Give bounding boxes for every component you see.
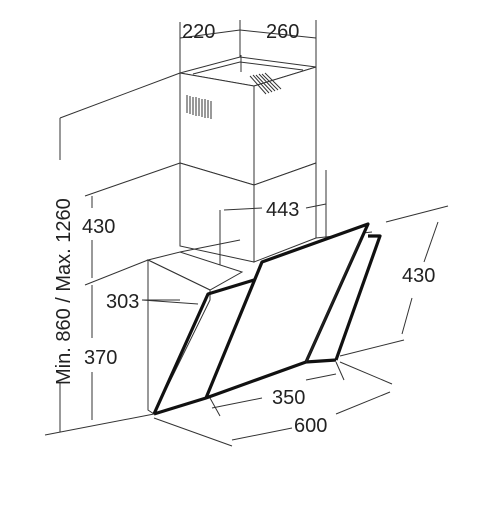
glass-panel <box>152 222 382 416</box>
dim-upper-height: 430 <box>82 216 115 238</box>
dimension-lines <box>44 20 449 447</box>
chimney-upper <box>179 55 317 186</box>
dim-chimney-width: 260 <box>266 21 299 43</box>
vent-slots-right <box>249 72 282 95</box>
vent-slots-left <box>186 95 212 119</box>
hood-body <box>146 231 373 415</box>
dim-glass-height: 430 <box>402 265 435 287</box>
dim-inner-width: 350 <box>272 387 305 409</box>
chimney-lower <box>179 162 317 272</box>
dim-upper-depth: 443 <box>266 199 299 221</box>
dim-outer-width: 600 <box>294 415 327 437</box>
dim-total-height: Min. 860 / Max. 1260 <box>53 198 75 385</box>
dim-lower-height: 370 <box>84 347 117 369</box>
dim-chimney-depth: 220 <box>182 21 215 43</box>
dim-hood-depth: 303 <box>106 291 139 313</box>
